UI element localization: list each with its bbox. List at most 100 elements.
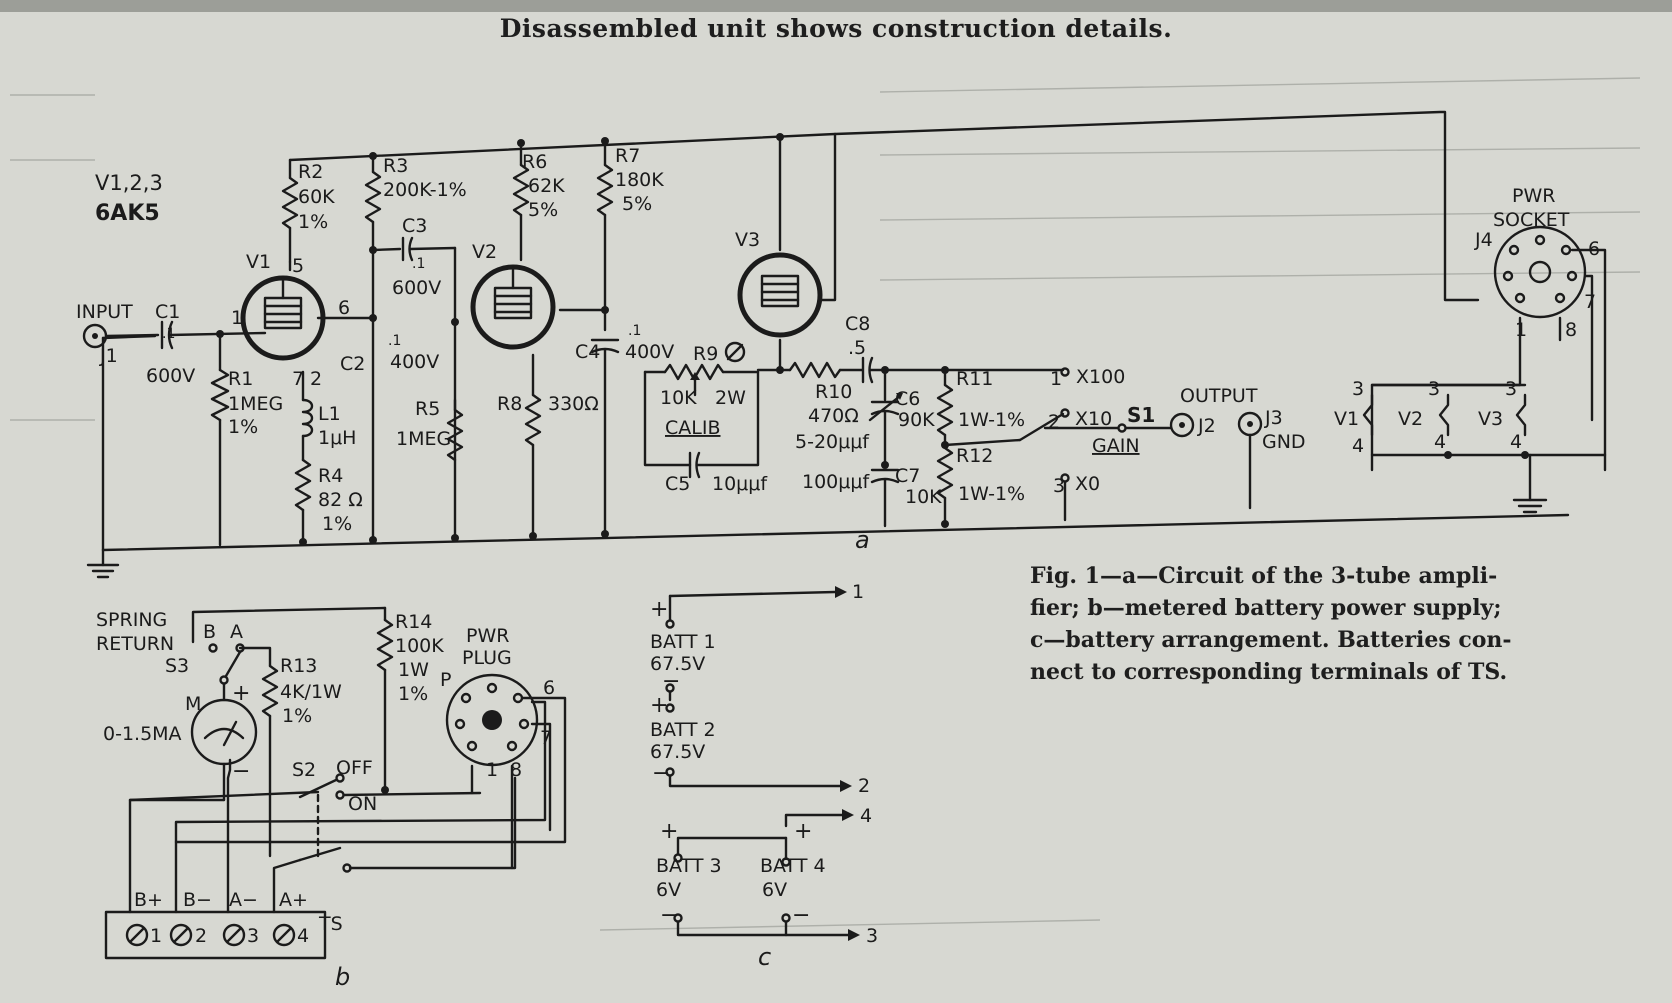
c7-value: 100μμf <box>802 471 870 493</box>
v1-name: V1 <box>246 251 271 273</box>
batt1-line1: BATT 1 <box>650 631 716 653</box>
r8-value: 330Ω <box>548 393 599 415</box>
r12-name: R12 <box>956 445 993 467</box>
ts-label-1: B+ <box>134 889 163 911</box>
r2-name: R2 <box>298 161 323 183</box>
r1-value: 1MEG <box>228 393 283 415</box>
part-c-letter: c <box>758 943 771 971</box>
figure-caption-line-1: Fig. 1—a—Circuit of the 3-tube ampli- <box>1030 563 1498 589</box>
s2-on: ON <box>348 793 377 815</box>
r2-value: 60K <box>298 186 335 208</box>
c5-value: 10μμf <box>712 473 768 495</box>
figure-caption-line-4: nect to corresponding terminals of TS. <box>1030 659 1508 685</box>
plug-line2: PLUG <box>462 647 512 669</box>
j4-label: J4 <box>1474 229 1493 251</box>
r3-value: 200K-1% <box>383 179 467 201</box>
s1-pos2: 2 <box>1048 411 1060 433</box>
r14-watt: 1W <box>398 659 429 681</box>
batt2-plus: + <box>650 693 668 718</box>
r11-tol: 1W-1% <box>958 409 1025 431</box>
r13-value: 4K/1W <box>280 681 342 703</box>
plug-line1: PWR <box>466 625 509 647</box>
r9-watt: 2W <box>715 387 746 409</box>
r4-name: R4 <box>318 465 343 487</box>
r6-value: 62K <box>528 175 565 197</box>
batt1-minus: − <box>662 669 680 694</box>
page-edge-strip <box>0 0 1672 12</box>
batt4-line2: 6V <box>762 879 787 901</box>
v1-pin6: 6 <box>338 297 350 319</box>
heater-v1-top: 3 <box>1352 378 1364 400</box>
part-b-letter: b <box>335 963 350 991</box>
input-label: INPUT <box>76 301 133 323</box>
v1-pin5: 5 <box>292 255 304 277</box>
j4-pin8: 8 <box>1565 319 1577 341</box>
batt4-plus: + <box>794 819 812 844</box>
heater-v1-bottom: 4 <box>1352 435 1364 457</box>
plug-pin8: 8 <box>510 759 522 781</box>
amplifier-wiring <box>82 110 1607 579</box>
heater-v2-top: 3 <box>1428 378 1440 400</box>
batt2-line1: BATT 2 <box>650 719 716 741</box>
c2-name: C2 <box>340 353 365 375</box>
meter-minus: − <box>232 759 250 784</box>
ts-label-2: B− <box>183 889 212 911</box>
r13-tol: 1% <box>282 705 312 727</box>
c6-value: 5-20μμf <box>795 431 870 453</box>
batt1-plus: + <box>650 597 668 622</box>
r14-name: R14 <box>395 611 432 633</box>
s2-name: S2 <box>292 759 316 781</box>
r11-value: 90K <box>898 409 935 431</box>
r12-value: 10K <box>905 486 942 508</box>
c4-value: .1 <box>628 323 641 339</box>
c8-value: .5 <box>848 337 866 359</box>
meter-range: 0-1.5MA <box>103 723 182 745</box>
heater-v1-name: V1 <box>1334 408 1359 430</box>
c6-name: C6 <box>895 388 920 410</box>
s3-line2: RETURN <box>96 633 174 655</box>
r6-name: R6 <box>522 151 547 173</box>
c2-value: .1 <box>388 333 401 349</box>
r2-tol: 1% <box>298 211 328 233</box>
r10-name: R10 <box>815 381 852 403</box>
r9-value: 10K <box>660 387 697 409</box>
batt4-minus: − <box>792 903 810 928</box>
r1-tol: 1% <box>228 416 258 438</box>
c3-name: C3 <box>402 215 427 237</box>
r6-tol: 5% <box>528 199 558 221</box>
heater-v2-name: V2 <box>1398 408 1423 430</box>
ts-name: TS <box>318 913 343 935</box>
l1-name: L1 <box>318 403 341 425</box>
v1-pin2: 2 <box>310 368 322 390</box>
ts-num-1: 1 <box>150 925 162 947</box>
ts-label-4: A+ <box>279 889 308 911</box>
part-a-letter: a <box>855 526 870 554</box>
batt1-out: 1 <box>852 581 864 603</box>
output-jack-label: J2 <box>1197 415 1216 437</box>
v2-name: V2 <box>472 241 497 263</box>
r5-value: 1MEG <box>396 428 451 450</box>
plug-p: P <box>440 669 451 691</box>
c3-value: .1 <box>412 256 425 272</box>
pwr-socket-label1: PWR <box>1512 185 1555 207</box>
amplifier-labels: V1,2,3 6AK5 INPUT J1 C1 .1 600V R1 1MEG … <box>76 145 1600 554</box>
r10-value: 470Ω <box>808 405 859 427</box>
c1-value: .1 <box>162 326 175 342</box>
ts-num-4: 4 <box>297 925 309 947</box>
v1-pin1: 1 <box>231 307 243 329</box>
batt2-out: 2 <box>858 775 870 797</box>
batt3-line2: 6V <box>656 879 681 901</box>
gnd-label: GND <box>1262 431 1306 453</box>
r8-name: R8 <box>497 393 522 415</box>
r14-tol: 1% <box>398 683 428 705</box>
supply-wiring <box>104 606 567 960</box>
s2-off: OFF <box>336 757 373 779</box>
plug-pin6: 6 <box>543 677 555 699</box>
batt3-line1: BATT 3 <box>656 855 722 877</box>
tube-v2 <box>470 264 556 350</box>
s1-x100: X100 <box>1076 366 1125 388</box>
batt3-plus: + <box>660 819 678 844</box>
supply-labels: SPRING RETURN S3 B A M 0-1.5MA + − R13 4… <box>96 609 555 991</box>
ts-num-3: 3 <box>247 925 259 947</box>
